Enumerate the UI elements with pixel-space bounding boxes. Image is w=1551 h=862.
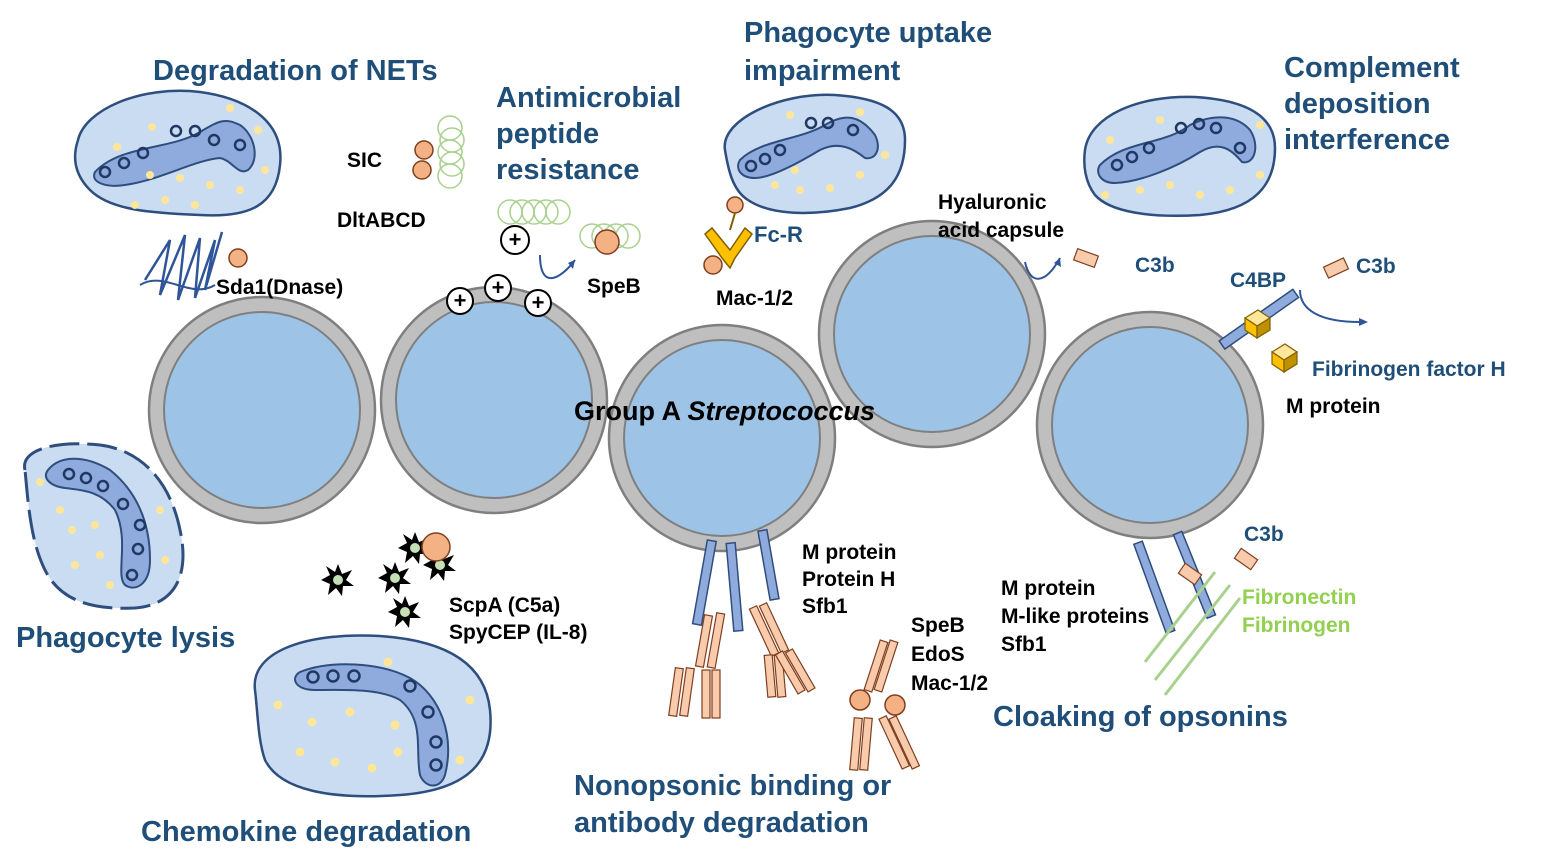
label-surface-proteins: M protein Protein H Sfb1 — [802, 539, 897, 620]
arrow — [1299, 289, 1361, 323]
factor-h-cube-icon — [1270, 343, 1299, 374]
speb-molecule — [594, 229, 620, 255]
phagocyte-lysed — [23, 442, 185, 610]
label-fc-r: Fc-R — [754, 222, 803, 247]
label-cloak-proteins: M protein M-like proteins Sfb1 — [1001, 575, 1149, 659]
phagocyte-top-middle — [723, 93, 907, 215]
surface-proteins — [691, 528, 780, 632]
fibronectin-strands — [1143, 571, 1242, 696]
label-line: acid capsule — [938, 219, 1065, 242]
bacterium-2 — [379, 285, 609, 515]
fc-receptor — [703, 196, 754, 275]
antibody-fragments — [668, 601, 921, 771]
heading-line: interference — [1284, 124, 1451, 156]
label-line: SpeB — [911, 614, 965, 637]
heading-line: impairment — [744, 55, 901, 87]
heading-phagocyte-lysis: Phagocyte lysis — [16, 622, 236, 654]
label-line: M protein — [1001, 577, 1096, 600]
label-scpa-spycep: ScpA (C5a) SpyCEP (IL-8) — [449, 592, 587, 646]
sda1-molecule — [228, 248, 248, 268]
bacterium-1 — [147, 295, 377, 525]
organism-label-italic: Streptococcus — [687, 396, 876, 426]
heading-line: Phagocyte uptake — [744, 17, 993, 49]
label-line: SpyCEP (IL-8) — [449, 621, 588, 644]
c3b-fragment — [1072, 247, 1100, 269]
label-c3b: C3b — [1356, 255, 1396, 278]
label-c3b: C3b — [1244, 523, 1284, 546]
label-line: M-like proteins — [1001, 605, 1150, 628]
sic-molecule — [412, 115, 465, 189]
heading-line: peptide — [496, 118, 600, 150]
heading-complement-deposition-interference: Complement deposition interference — [1284, 50, 1460, 158]
label-c3b: C3b — [1135, 254, 1175, 277]
label-line: Mac-1/2 — [911, 672, 989, 695]
label-line: Sfb1 — [802, 595, 848, 618]
label-line: Sfb1 — [1001, 633, 1047, 656]
label-line: EdoS — [911, 643, 965, 666]
arrow — [539, 254, 576, 280]
svg-text:+: + — [532, 290, 545, 315]
heading-line: Nonopsonic binding or — [574, 770, 892, 802]
heading-degradation-of-nets: Degradation of NETs — [153, 55, 438, 87]
label-line: M protein — [802, 541, 897, 564]
label-line: Hyaluronic — [938, 191, 1047, 214]
organism-label-plain: Group A — [574, 396, 688, 426]
bacterium-5 — [1035, 310, 1265, 540]
label-line: Fibronectin — [1242, 586, 1357, 609]
phagocyte-bottom — [253, 634, 492, 798]
label-speb: SpeB — [587, 275, 641, 298]
positive-charge-icon: + + + + — [446, 225, 552, 317]
c3b-fragment — [1177, 562, 1203, 586]
heading-line: resistance — [496, 154, 640, 186]
label-degraders: SpeB EdoS Mac-1/2 — [911, 611, 988, 698]
c3b-fragment — [1322, 257, 1350, 279]
heading-nonopsonic-binding: Nonopsonic binding or antibody degradati… — [574, 768, 891, 842]
organism-label: Group A Streptococcus — [574, 395, 875, 427]
bacterium-4 — [817, 219, 1047, 449]
heading-line: deposition — [1284, 88, 1431, 120]
heading-phagocyte-uptake-impairment: Phagocyte uptake impairment — [744, 14, 992, 90]
label-sic: SIC — [347, 149, 383, 172]
heading-line: Complement — [1284, 52, 1460, 84]
label-hyaluronic-capsule: Hyaluronic acid capsule — [938, 189, 1064, 245]
label-c4bp: C4BP — [1230, 269, 1287, 292]
label-dltabcd: DltABCD — [337, 209, 426, 232]
arrow — [1024, 257, 1061, 280]
label-line: ScpA (C5a) — [449, 594, 561, 617]
label-fibrinogen-factor-h: Fibrinogen factor H — [1312, 358, 1506, 381]
bacterium-3 — [607, 323, 837, 553]
net-dna-strand — [143, 231, 224, 301]
heading-chemokine-degradation: Chemokine degradation — [141, 816, 472, 848]
svg-text:+: + — [509, 227, 522, 252]
protease-molecule — [421, 532, 451, 562]
svg-text:+: + — [454, 288, 467, 313]
label-mac12: Mac-1/2 — [716, 287, 794, 310]
label-sda1: Sda1(Dnase) — [216, 276, 344, 299]
c4bp-cube-icon — [1243, 309, 1272, 340]
net-dna-strand — [139, 279, 216, 291]
label-fibronectin-fibrinogen: Fibronectin Fibrinogen — [1242, 584, 1356, 640]
heading-antimicrobial-peptide-resistance: Antimicrobial peptide resistance — [496, 80, 681, 188]
svg-text:+: + — [492, 275, 505, 300]
label-m-protein: M protein — [1286, 395, 1381, 418]
degrader-molecules — [849, 689, 906, 716]
phagocyte-top-left — [73, 89, 282, 217]
label-line: Protein H — [802, 568, 896, 591]
label-line: Fibrinogen — [1242, 614, 1351, 637]
phagocyte-top-right — [1083, 95, 1277, 217]
heading-cloaking-of-opsonins: Cloaking of opsonins — [993, 701, 1288, 733]
heading-line: Antimicrobial — [496, 82, 682, 114]
c3b-fragment — [1233, 547, 1259, 571]
chemokine-star-icon — [321, 532, 456, 628]
heading-line: antibody degradation — [574, 807, 869, 839]
